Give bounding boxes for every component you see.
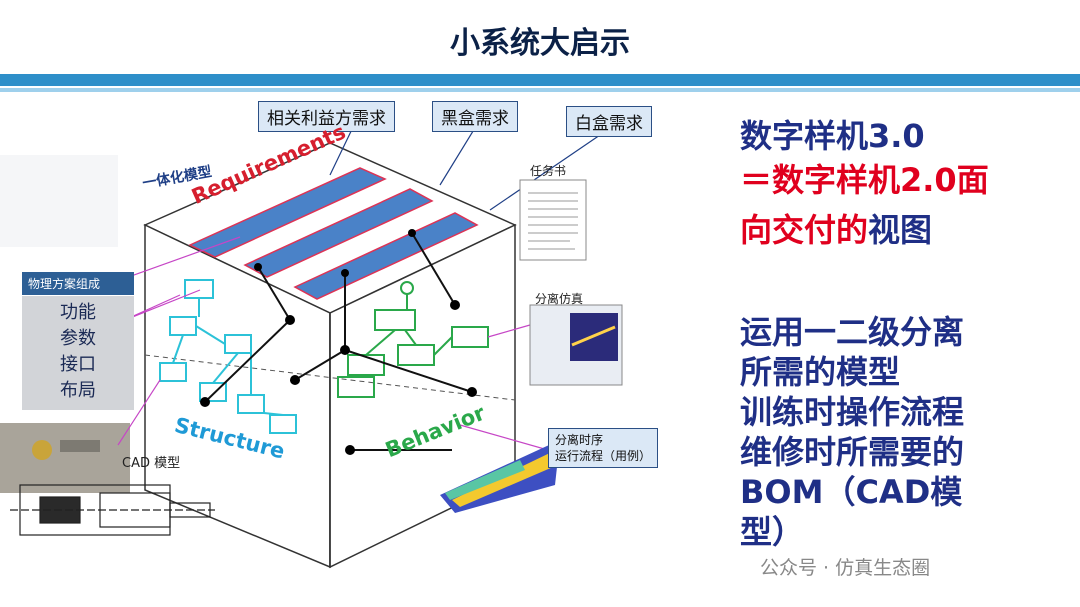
watermark: 公众号 · 仿真生态圈 — [760, 557, 931, 579]
cube-dashed-line — [144, 354, 516, 401]
right-text-red: 向交付的 — [740, 211, 869, 249]
header-accent-bar-light — [0, 88, 1080, 92]
physical-box-header: 物理方案组成 — [22, 272, 134, 295]
cad-photo-part-2 — [60, 440, 100, 452]
right-block-line: 型） — [740, 513, 805, 551]
tag-whitebox-requirements: 白盒需求 — [566, 106, 652, 137]
label-taskbook: 任务书 — [530, 164, 567, 178]
cad-photo-part — [32, 440, 52, 460]
physical-item: 布局 — [60, 380, 96, 401]
physical-item: 接口 — [60, 354, 96, 375]
label-sim: 分离仿真 — [535, 292, 584, 306]
physical-box-items: 功能 参数 接口 布局 — [22, 296, 134, 410]
label-timing: 分离时序 运行流程（用例） — [548, 428, 659, 468]
right-block-line: 训练时操作流程 — [740, 393, 965, 431]
taskbook-document — [519, 179, 587, 261]
cad-drawing — [10, 484, 215, 536]
structure-tree — [159, 279, 297, 434]
physical-item: 参数 — [60, 328, 96, 349]
tag-blackbox-requirements: 黑盒需求 — [432, 101, 518, 132]
taskbook-lines — [528, 192, 578, 250]
connection-nodes — [200, 229, 477, 455]
label-cad: CAD 模型 — [122, 456, 181, 471]
right-text-block: 运用一二级分离 所需的模型 训练时操作流程 维修时所需要的 BOM（CAD模 型… — [740, 312, 964, 552]
connection-lines — [204, 232, 473, 451]
right-block-line: BOM（CAD模 — [740, 473, 963, 511]
right-text-line2: ＝数字样机2.0面 — [740, 161, 989, 199]
right-block-line: 所需的模型 — [740, 353, 901, 391]
behavior-flow — [337, 281, 489, 398]
right-text-line1: 数字样机3.0 — [740, 117, 925, 155]
requirement-bar-3 — [293, 212, 479, 300]
slide-title: 小系统大启示 — [450, 26, 630, 61]
requirement-bar-2 — [243, 188, 434, 278]
requirement-bar-1 — [188, 167, 387, 258]
right-text-line3: 向交付的视图 — [740, 210, 932, 250]
tag-stakeholder-requirements: 相关利益方需求 — [258, 101, 395, 132]
model-cube-diagram — [0, 122, 623, 569]
physical-item: 功能 — [60, 302, 96, 323]
left-panel-bg — [0, 155, 118, 247]
timing-shape-stripe-2 — [445, 460, 525, 500]
right-text-navy: 视图 — [868, 211, 933, 249]
cad-photo — [0, 423, 130, 493]
header-accent-bar — [0, 74, 1080, 86]
sim-rocket — [571, 325, 616, 347]
right-block-line: 运用一二级分离 — [740, 313, 965, 351]
right-block-line: 维修时所需要的 — [740, 433, 965, 471]
timing-shape-stripe — [452, 450, 556, 507]
